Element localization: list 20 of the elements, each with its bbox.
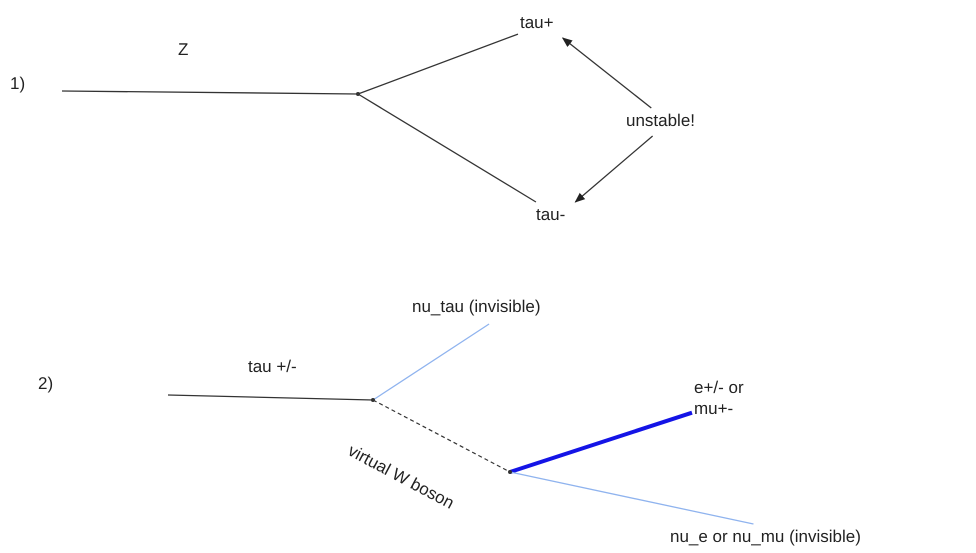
particle-label: tau- bbox=[536, 204, 582, 228]
note-text: unstable! bbox=[626, 110, 712, 134]
particle-line bbox=[358, 93, 536, 203]
particle-line bbox=[62, 90, 358, 95]
particle-label: tau+ bbox=[520, 12, 570, 36]
particle-label: e+/- or mu+- bbox=[694, 377, 768, 423]
vertex-dot bbox=[371, 398, 375, 402]
panel-number: 1) bbox=[10, 74, 26, 94]
arrow bbox=[562, 37, 652, 109]
vertex-dot bbox=[508, 470, 512, 474]
particle-label: nu_e or nu_mu (invisible) bbox=[670, 526, 968, 550]
particle-line bbox=[510, 471, 754, 525]
particle-line bbox=[168, 394, 374, 401]
particle-label: nu_tau (invisible) bbox=[412, 296, 612, 322]
particle-line bbox=[372, 323, 490, 401]
panel-number: 2) bbox=[38, 374, 54, 394]
vertex-dot bbox=[356, 92, 360, 96]
arrow bbox=[574, 136, 654, 203]
particle-line bbox=[509, 410, 693, 474]
particle-line bbox=[358, 34, 518, 95]
